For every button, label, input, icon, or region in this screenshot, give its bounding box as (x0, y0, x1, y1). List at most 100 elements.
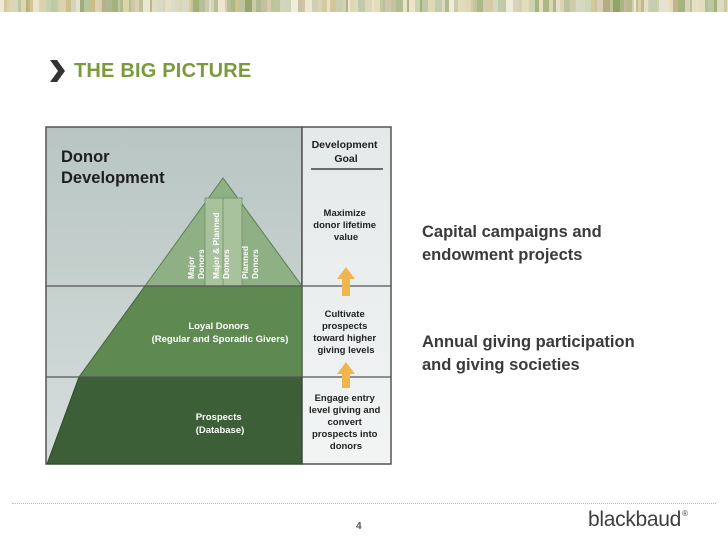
header-strip-segment (513, 0, 519, 12)
header-strip-segment (705, 0, 708, 12)
header-strip-segment (415, 0, 420, 12)
header-strip-segment (218, 0, 225, 12)
header-strip-segment (644, 0, 648, 12)
header-strip-segment (477, 0, 483, 12)
header-strip-segment (391, 0, 396, 12)
header-strip-segment (409, 0, 415, 12)
top-column-label-planned-donors: Planned Donors (240, 244, 260, 279)
header-strip-segment (535, 0, 539, 12)
header-strip-segment (657, 0, 659, 12)
header-strip-segment (585, 0, 591, 12)
diagram-heading-line-2: Development (61, 169, 165, 187)
header-strip-segment (21, 0, 26, 12)
header-strip-segment (346, 0, 348, 12)
header-strip-segment (59, 0, 66, 12)
note-annual-giving: Annual giving participation and giving s… (422, 331, 712, 377)
header-strip-segment (522, 0, 524, 12)
header-strip-segment (698, 0, 705, 12)
header-strip-segment (498, 0, 501, 12)
header-strip-segment (312, 0, 318, 12)
header-strip-segment (39, 0, 46, 12)
header-strip-segment (690, 0, 692, 12)
chevron-right-icon (50, 60, 65, 82)
logo-text: blackbaud (588, 508, 682, 531)
header-strip-segment (560, 0, 564, 12)
header-strip-segment (348, 0, 350, 12)
header-strip-segment (570, 0, 576, 12)
header-strip-segment (372, 0, 374, 12)
header-strip-segment (461, 0, 466, 12)
header-strip-segment (458, 0, 461, 12)
header-strip-segment (673, 0, 678, 12)
header-strip-segment (318, 0, 322, 12)
header-strip-segment (449, 0, 454, 12)
header-strip-segment (576, 0, 582, 12)
note-bottom-line-1: Annual giving participation (422, 333, 635, 351)
header-strip-segment (302, 0, 305, 12)
header-strip-segment (407, 0, 409, 12)
header-strip-segment (471, 0, 473, 12)
header-strip-segment (597, 0, 603, 12)
up-arrow-icon (337, 362, 355, 388)
header-strip-segment (209, 0, 211, 12)
middle-tier-label: Loyal Donors (Regular and Sporadic Giver… (152, 321, 289, 345)
header-strip-segment (442, 0, 445, 12)
header-strip-segment (582, 0, 585, 12)
header-strip-segment (343, 0, 346, 12)
header-strip-segment (239, 0, 245, 12)
diagram-heading: Donor Development (61, 148, 165, 187)
goal-top-text: Maximize donor lifetime value (313, 208, 378, 243)
header-strip-segment (506, 0, 513, 12)
note-top-line-1: Capital campaigns and (422, 223, 602, 241)
header-strip-segment (175, 0, 179, 12)
header-strip-segment (231, 0, 235, 12)
header-strip-segment (7, 0, 9, 12)
header-strip-segment (150, 0, 152, 12)
header-strip-segment (252, 0, 256, 12)
header-strip-segment (636, 0, 638, 12)
header-strip-segment (214, 0, 218, 12)
header-strip-segment (422, 0, 428, 12)
header-strip-segment (0, 0, 4, 12)
header-strip-segment (245, 0, 252, 12)
header-strip-segment (324, 0, 327, 12)
header-strip-segment (634, 0, 636, 12)
header-strip-segment (493, 0, 498, 12)
header-strip-segment (102, 0, 105, 12)
header-strip-segment (189, 0, 191, 12)
up-arrow-icon (337, 267, 355, 296)
header-strip-segment (638, 0, 641, 12)
top-column-label-major-donors: Major Donors (186, 249, 206, 279)
header-strip-segment (714, 0, 717, 12)
header-strip-segment (205, 0, 209, 12)
bottom-tier-label: Prospects (Database) (196, 412, 245, 436)
header-strip-segment (135, 0, 139, 12)
header-strip-segment (30, 0, 33, 12)
header-strip-segment (475, 0, 477, 12)
header-strip-segment (235, 0, 239, 12)
header-strip-segment (99, 0, 102, 12)
header-strip-segment (533, 0, 535, 12)
header-strip-segment (129, 0, 131, 12)
header-strip-segment (165, 0, 171, 12)
header-strip-segment (420, 0, 422, 12)
header-strip-segment (261, 0, 267, 12)
header-strip-segment (280, 0, 286, 12)
page-number: 4 (356, 521, 362, 532)
header-strip-segment (18, 0, 21, 12)
header-strip-segment (57, 0, 59, 12)
header-strip-segment (51, 0, 57, 12)
header-strip-segment (708, 0, 714, 12)
header-strip-segment (322, 0, 324, 12)
header-strip-segment (666, 0, 669, 12)
header-strip-segment (256, 0, 261, 12)
goal-bottom-text: Engage entry level giving and convert pr… (309, 393, 383, 452)
header-strip-segment (120, 0, 123, 12)
header-strip-segment (519, 0, 522, 12)
header-strip-segment (179, 0, 182, 12)
header-strip-segment (717, 0, 724, 12)
header-strip-segment (26, 0, 28, 12)
slide-title: THE BIG PICTURE (74, 59, 252, 82)
header-strip-segment (267, 0, 271, 12)
header-strip-segment (641, 0, 644, 12)
